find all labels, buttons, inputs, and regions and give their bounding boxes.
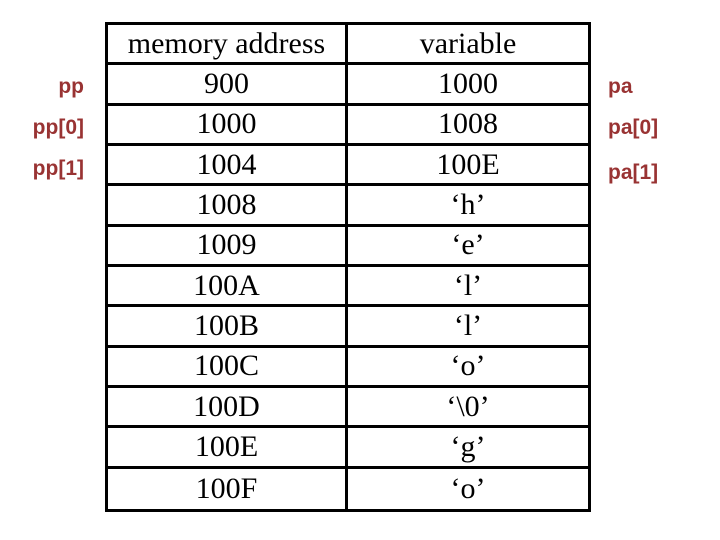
value-cell: 100E <box>348 146 588 187</box>
header-cell-variable: variable <box>348 25 588 66</box>
value-cell: ‘\0’ <box>348 388 588 429</box>
address-cell: 1009 <box>108 226 348 267</box>
value-cell: 1000 <box>348 65 588 106</box>
address-cell: 100B <box>108 307 348 348</box>
label-pa0: pa[0] <box>608 116 659 139</box>
value-cell: ‘o’ <box>348 348 588 388</box>
value-cell: ‘g’ <box>348 428 588 469</box>
header-cell-memory-address: memory address <box>108 25 348 66</box>
value-cell: 1008 <box>348 106 588 146</box>
value-cell: ‘l’ <box>348 307 588 348</box>
address-cell: 100C <box>108 347 348 388</box>
value-cell: ‘l’ <box>348 267 588 308</box>
address-cell: 1004 <box>108 145 348 187</box>
address-cell: 1008 <box>108 186 348 227</box>
address-cell: 1000 <box>108 105 348 146</box>
address-cell: 100F <box>108 468 348 509</box>
value-cell: ‘e’ <box>348 227 588 267</box>
label-pp1: pp[1] <box>32 157 84 180</box>
label-pa1: pa[1] <box>608 161 659 184</box>
label-pp: pp <box>58 75 84 98</box>
address-cell: 100D <box>108 387 348 429</box>
value-cell: ‘o’ <box>450 471 486 505</box>
address-cell: 100E <box>108 428 348 469</box>
address-cell: 900 <box>108 65 348 106</box>
label-pa: pa <box>608 75 633 98</box>
label-pp0: pp[0] <box>32 116 84 139</box>
address-cell: 100A <box>108 266 348 308</box>
value-cell: ‘h’ <box>348 186 588 227</box>
